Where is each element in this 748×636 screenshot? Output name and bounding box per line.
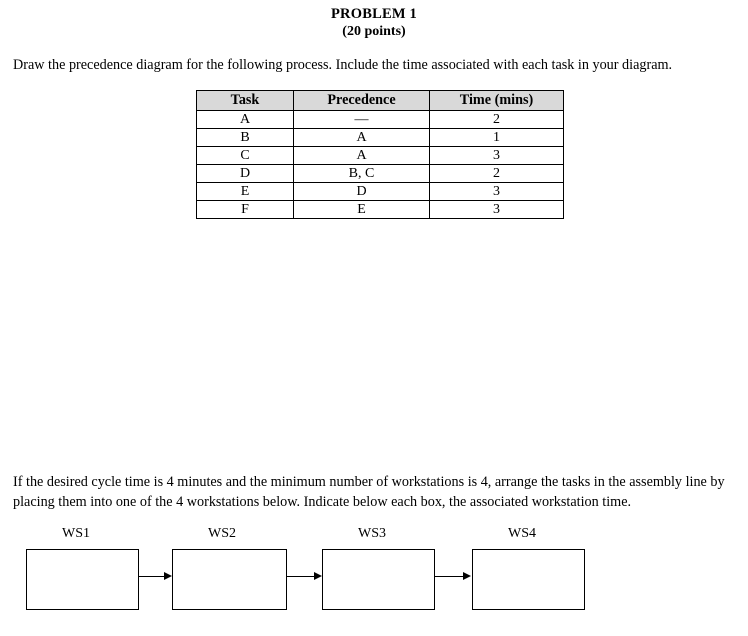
- cell-precedence: B, C: [293, 164, 430, 183]
- cell-precedence: A: [293, 146, 430, 165]
- page-title: PROBLEM 1: [331, 6, 417, 22]
- workstation-diagram: WS1 WS2 WS3 WS4: [0, 524, 748, 624]
- cell-precedence: A: [293, 128, 430, 147]
- table-row: E D 3: [196, 182, 564, 201]
- cell-task: C: [196, 146, 294, 165]
- workstation-box-ws2[interactable]: [172, 549, 287, 610]
- table-row: B A 1: [196, 128, 564, 147]
- workstation-box-ws4[interactable]: [472, 549, 585, 610]
- cell-time: 3: [429, 182, 564, 201]
- page-points: (20 points): [342, 24, 406, 39]
- table-row: F E 3: [196, 200, 564, 219]
- cell-task: B: [196, 128, 294, 147]
- column-header-precedence: Precedence: [293, 90, 430, 111]
- intro-instruction-text: Draw the precedence diagram for the foll…: [13, 57, 673, 73]
- table-row: A — 2: [196, 110, 564, 129]
- workstation-label-ws2: WS2: [208, 526, 236, 541]
- cell-precedence: E: [293, 200, 430, 219]
- table-row: C A 3: [196, 146, 564, 165]
- cell-precedence: D: [293, 182, 430, 201]
- cell-task: D: [196, 164, 294, 183]
- cell-time: 1: [429, 128, 564, 147]
- workstation-box-ws3[interactable]: [322, 549, 435, 610]
- cell-precedence: —: [293, 110, 430, 129]
- arrow-ws3-to-ws4: [435, 572, 472, 581]
- workstation-label-ws4: WS4: [508, 526, 536, 541]
- assembly-instruction-text: If the desired cycle time is 4 minutes a…: [13, 474, 725, 510]
- page-header: PROBLEM 1 (20 points): [0, 5, 748, 41]
- cell-time: 3: [429, 200, 564, 219]
- arrow-ws1-to-ws2: [139, 572, 172, 581]
- workstation-label-ws3: WS3: [358, 526, 386, 541]
- cell-time: 2: [429, 110, 564, 129]
- table-row: D B, C 2: [196, 164, 564, 183]
- cell-time: 3: [429, 146, 564, 165]
- workstation-box-ws1[interactable]: [26, 549, 139, 610]
- table-header-row: Task Precedence Time (mins): [196, 90, 564, 111]
- cell-time: 2: [429, 164, 564, 183]
- cell-task: A: [196, 110, 294, 129]
- task-precedence-table: Task Precedence Time (mins) A — 2 B A 1 …: [196, 90, 564, 219]
- workstation-label-ws1: WS1: [62, 526, 90, 541]
- column-header-task: Task: [196, 90, 294, 111]
- column-header-time: Time (mins): [429, 90, 564, 111]
- cell-task: F: [196, 200, 294, 219]
- arrow-ws2-to-ws3: [287, 572, 323, 581]
- cell-task: E: [196, 182, 294, 201]
